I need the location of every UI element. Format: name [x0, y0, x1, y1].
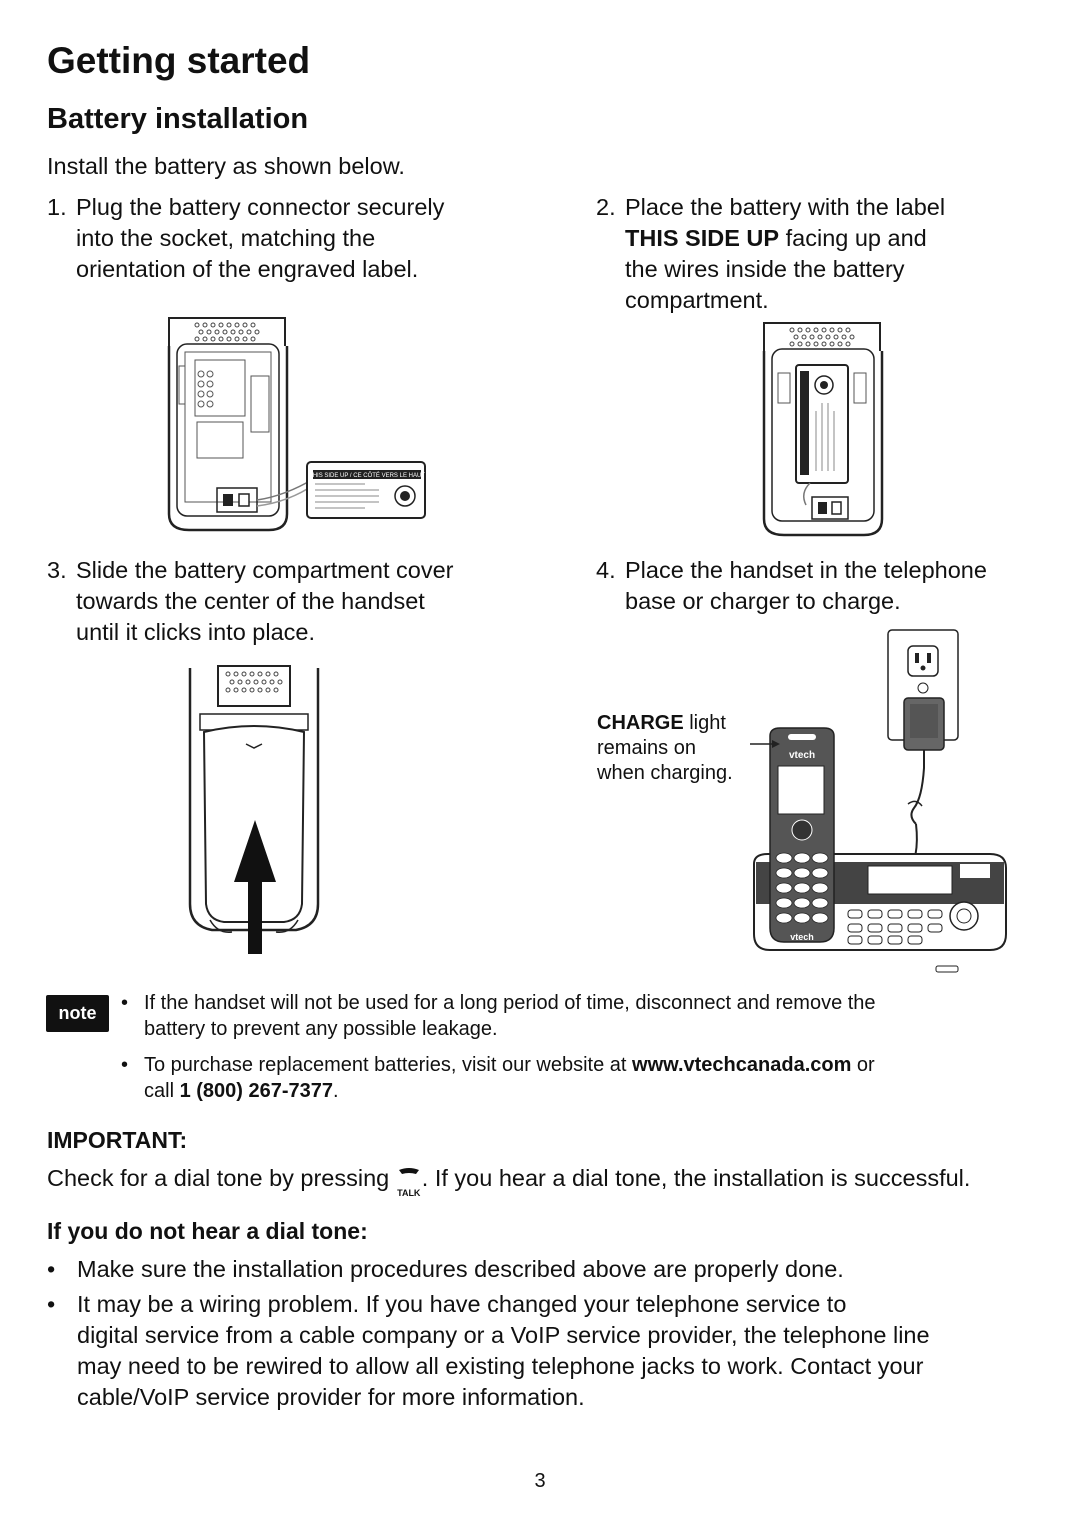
- charge-light-callout: CHARGE light remains on when charging.: [597, 711, 733, 786]
- page-number: 3: [534, 1470, 546, 1492]
- step-text: Place the handset in the telephone base …: [625, 555, 987, 617]
- brand-logo: vtech: [789, 750, 815, 761]
- label-emphasis: THIS SIDE UP: [625, 225, 780, 251]
- step-text: Slide the battery compartment cover towa…: [76, 555, 453, 648]
- step-text: Plug the battery connector securely into…: [76, 192, 444, 285]
- note-bullet-2: • To purchase replacement batteries, vis…: [121, 1052, 1021, 1104]
- no-tone-bullet-1: • Make sure the installation procedures …: [47, 1254, 1057, 1285]
- step-line: THIS SIDE UP facing up and: [625, 223, 945, 254]
- page-title: Getting started: [47, 40, 311, 81]
- step-line: Place the battery with the label: [625, 194, 946, 220]
- no-tone-bullet-2: • It may be a wiring problem. If you hav…: [47, 1289, 1057, 1413]
- no-tone-line: cable/VoIP service provider for more inf…: [77, 1384, 585, 1410]
- callout-line: when charging.: [597, 762, 733, 784]
- note-text: To purchase replacement batteries, visit…: [144, 1054, 633, 1076]
- charge-label: CHARGE: [597, 712, 684, 734]
- intro-text: Install the battery as shown below.: [47, 153, 405, 179]
- battery-connector-illustration: THIS SIDE UP / CE CÔTÉ VERS LE HAUT: [165, 316, 430, 534]
- note-bullet-1: • If the handset will not be used for a …: [121, 990, 1021, 1042]
- bullet-icon: •: [121, 1054, 129, 1076]
- phone-number: 1 (800) 267-7377: [179, 1080, 334, 1102]
- step-line: Plug the battery connector securely: [76, 194, 445, 220]
- step-4: 4. Place the handset in the telephone ba…: [596, 555, 1036, 625]
- step-line-rest: facing up and: [779, 225, 927, 251]
- no-tone-line: It may be a wiring problem. If you have …: [77, 1291, 847, 1317]
- step-line: compartment.: [625, 287, 769, 313]
- step-number: 4.: [596, 557, 616, 583]
- note-text: call: [144, 1080, 180, 1102]
- section-title: Battery installation: [47, 103, 309, 135]
- cover-slide-illustration: [188, 664, 320, 956]
- step-line: Slide the battery compartment cover: [76, 557, 454, 583]
- callout-line: remains on: [597, 737, 696, 759]
- step-number: 2.: [596, 194, 616, 220]
- step-number: 1.: [47, 194, 67, 220]
- important-text-pre: Check for a dial tone by pressing: [47, 1165, 390, 1191]
- step-line: base or charger to charge.: [625, 588, 901, 614]
- note-line: battery to prevent any possible leakage.: [144, 1018, 498, 1040]
- charging-base-illustration: vtech vtech: [750, 628, 1012, 974]
- callout-rest: light: [683, 712, 726, 734]
- note-badge: note: [46, 995, 109, 1032]
- note-text: .: [333, 1080, 339, 1102]
- no-tone-text: Make sure the installation procedures de…: [77, 1256, 844, 1282]
- important-text-post: . If you hear a dial tone, the installat…: [421, 1165, 971, 1191]
- no-tone-heading: If you do not hear a dial tone:: [47, 1218, 368, 1244]
- step-line: into the socket, matching the: [76, 225, 376, 251]
- step-line: towards the center of the handset: [76, 588, 425, 614]
- important-heading: IMPORTANT:: [47, 1127, 188, 1153]
- no-tone-line: may need to be rewired to allow all exis…: [77, 1353, 924, 1379]
- talk-key-label: TALK: [397, 1188, 421, 1198]
- bullet-icon: •: [47, 1256, 56, 1282]
- step-line: until it clicks into place.: [76, 619, 316, 645]
- no-tone-line: digital service from a cable company or …: [77, 1322, 930, 1348]
- step-text: Place the battery with the label THIS SI…: [625, 192, 945, 316]
- callout-line: CHARGE light: [597, 711, 733, 736]
- note-line: To purchase replacement batteries, visit…: [144, 1052, 1021, 1078]
- step-1: 1. Plug the battery connector securely i…: [47, 192, 527, 292]
- step-2: 2. Place the battery with the label THIS…: [596, 192, 1036, 322]
- bullet-icon: •: [121, 992, 129, 1014]
- step-line: orientation of the engraved label.: [76, 256, 419, 282]
- note-line: If the handset will not be used for a lo…: [144, 992, 876, 1014]
- note-text: or: [851, 1054, 875, 1076]
- step-line: Place the handset in the telephone: [625, 557, 987, 583]
- step-line: the wires inside the battery: [625, 256, 905, 282]
- battery-placed-illustration: [760, 321, 884, 539]
- battery-label-text: THIS SIDE UP / CE CÔTÉ VERS LE HAUT: [309, 472, 425, 479]
- important-text: Check for a dial tone by pressing TALK .…: [47, 1163, 1057, 1198]
- website-link[interactable]: www.vtechcanada.com: [632, 1054, 852, 1076]
- step-3: 3. Slide the battery compartment cover t…: [47, 555, 527, 655]
- step-number: 3.: [47, 557, 67, 583]
- talk-key-icon: TALK: [396, 1166, 422, 1198]
- bullet-icon: •: [47, 1291, 56, 1317]
- note-line: call 1 (800) 267-7377.: [144, 1078, 1021, 1104]
- base-brand-logo: vtech: [790, 932, 814, 942]
